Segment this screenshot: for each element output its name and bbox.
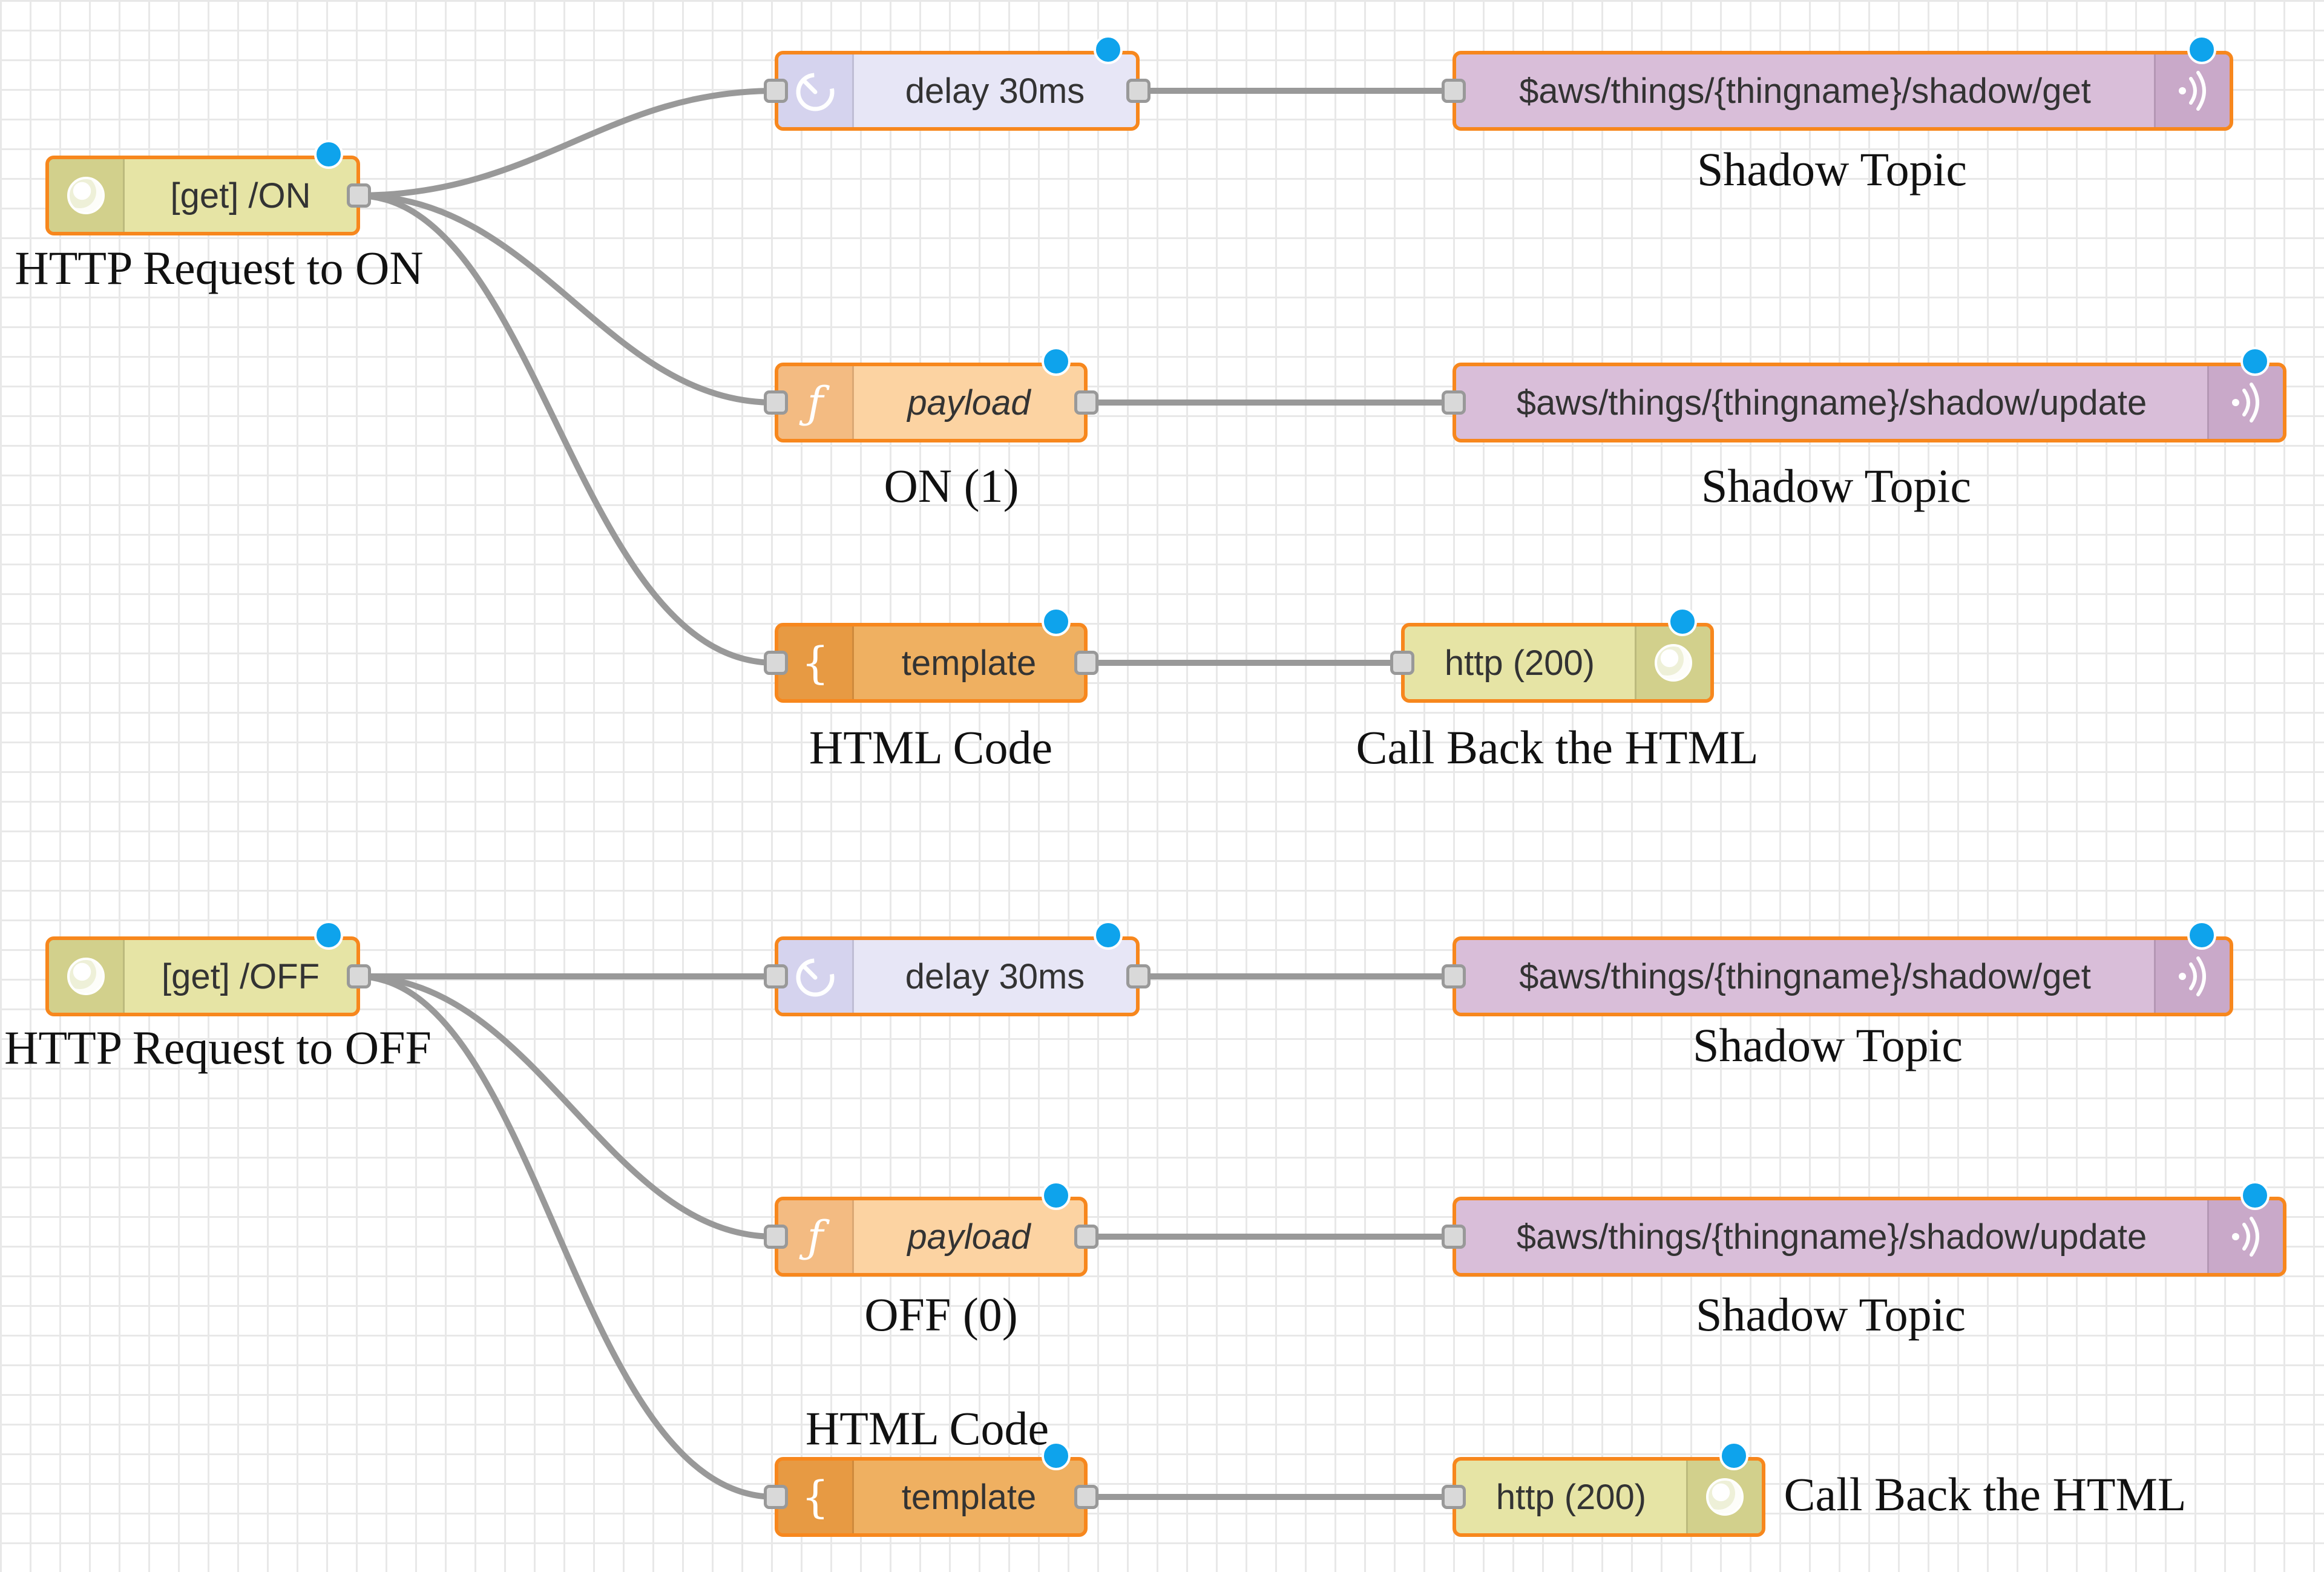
template-off-node[interactable]: { template [764,1441,1098,1537]
brace-icon: { [778,626,854,699]
status-dot [1042,1441,1071,1470]
mqtt-out-shadow-update-off-node[interactable]: $aws/things/{thingname}/shadow/update [1442,1181,2286,1277]
node-label: template [901,643,1037,683]
status-dot [314,921,343,950]
output-port[interactable] [1074,1485,1098,1509]
input-port[interactable] [1442,79,1466,103]
node-label: template [901,1477,1037,1517]
wireless-icon [2154,940,2230,1013]
input-port[interactable] [1442,1485,1466,1509]
node-label: payload [907,383,1031,423]
status-dot [1042,347,1071,376]
node-label: delay 30ms [905,71,1085,111]
node-caption: Shadow Topic [1696,1288,1966,1341]
wire-on-http-to-delay [354,88,778,199]
node-label: [get] /OFF [161,956,320,996]
wire-on-http-to-function [354,192,778,406]
globe-icon [49,159,125,232]
output-port[interactable] [1126,964,1151,988]
node-caption: Shadow Topic [1701,459,1971,512]
status-dot [2240,1181,2270,1210]
input-port[interactable] [1442,390,1466,415]
status-dot [1094,921,1123,950]
node-label: payload [907,1217,1031,1257]
status-dot [1719,1441,1748,1470]
node-label: $aws/things/{thingname}/shadow/get [1519,956,2091,996]
output-port[interactable] [347,964,371,988]
http-in-on-node[interactable]: [get] /ON [45,140,371,235]
wire-off-http-to-function [354,973,778,1240]
output-port[interactable] [1074,1225,1098,1249]
node-caption: HTML Code [809,721,1053,774]
wire-on-http-to-template [354,192,778,666]
http-in-off-node[interactable]: [get] /OFF [45,921,371,1016]
node-label: $aws/things/{thingname}/shadow/get [1519,71,2091,111]
status-dot [1042,1181,1071,1210]
output-port[interactable] [347,183,371,208]
status-dot [2187,921,2216,950]
timer-icon [778,54,854,127]
node-label: delay 30ms [905,956,1085,996]
wire-off-http-to-template [354,973,778,1500]
input-port[interactable] [1390,651,1414,675]
input-port[interactable] [1442,1225,1466,1249]
node-caption: Shadow Topic [1693,1019,1963,1071]
function-on-node[interactable]: ƒ payload [764,347,1098,442]
mqtt-out-shadow-get-on-node[interactable]: $aws/things/{thingname}/shadow/get [1442,35,2233,131]
node-caption: Call Back the HTML [1784,1468,2187,1521]
delay-on-node[interactable]: delay 30ms [764,35,1151,131]
brace-icon: { [778,1461,854,1533]
globe-icon [49,940,125,1013]
status-dot [314,140,343,169]
template-on-node[interactable]: { template [764,607,1098,703]
input-port[interactable] [764,1225,788,1249]
wireless-icon [2207,366,2283,439]
node-caption: Shadow Topic [1697,143,1967,196]
node-caption: HTTP Request to OFF [4,1021,432,1074]
status-dot [1042,607,1071,636]
globe-icon [1635,626,1710,699]
delay-off-node[interactable]: delay 30ms [764,921,1151,1016]
status-dot [1668,607,1697,636]
output-port[interactable] [1074,390,1098,415]
status-dot [1094,35,1123,64]
http-response-on-node[interactable]: http (200) [1390,607,1714,703]
input-port[interactable] [764,390,788,415]
status-dot [2240,347,2270,376]
function-icon: ƒ [778,366,854,439]
function-icon: ƒ [778,1200,854,1273]
input-port[interactable] [764,79,788,103]
function-off-node[interactable]: ƒ payload [764,1181,1098,1277]
status-dot [2187,35,2216,64]
node-caption: ON (1) [884,459,1019,512]
node-label: $aws/things/{thingname}/shadow/update [1516,383,2147,423]
wireless-icon [2207,1200,2283,1273]
node-label: [get] /ON [170,176,311,215]
input-port[interactable] [1442,964,1466,988]
node-label: http (200) [1495,1477,1647,1517]
globe-icon [1686,1461,1762,1533]
mqtt-out-shadow-update-on-node[interactable]: $aws/things/{thingname}/shadow/update [1442,347,2286,442]
timer-icon [778,940,854,1013]
node-caption: Call Back the HTML [1356,721,1759,774]
http-response-off-node[interactable]: http (200) [1442,1441,1765,1537]
input-port[interactable] [764,651,788,675]
node-caption: HTTP Request to ON [15,242,424,294]
node-caption: OFF (0) [864,1288,1018,1341]
node-label: $aws/things/{thingname}/shadow/update [1516,1217,2147,1257]
mqtt-out-shadow-get-off-node[interactable]: $aws/things/{thingname}/shadow/get [1442,921,2233,1016]
node-label: http (200) [1444,643,1595,683]
input-port[interactable] [764,964,788,988]
wireless-icon [2154,54,2230,127]
output-port[interactable] [1074,651,1098,675]
node-caption: HTML Code [805,1402,1049,1455]
input-port[interactable] [764,1485,788,1509]
output-port[interactable] [1126,79,1151,103]
